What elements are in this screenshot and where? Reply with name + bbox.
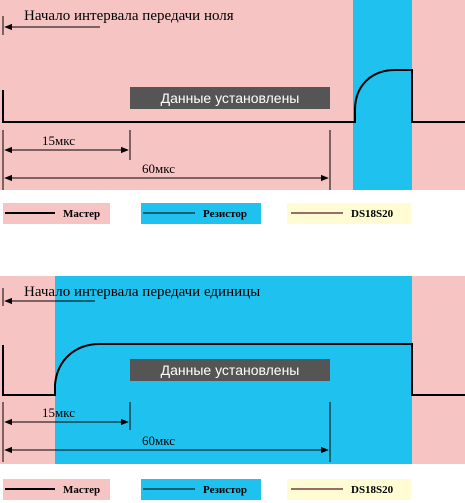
diagram-one: Начало интервала передачи единицы Данные… [0, 276, 465, 464]
diagram-zero: Начало интервала передачи ноля Данные ус… [0, 0, 465, 190]
legend-master-label: Мастер [63, 208, 100, 220]
legend-master-swatch [3, 203, 110, 224]
master-signal-line [2, 343, 465, 396]
legend-ds-swatch [287, 203, 411, 224]
dim-label-60us: 60мкс [142, 433, 175, 448]
dim-label-60us: 60мкс [142, 161, 175, 176]
legend-resistor-label: Резистор [203, 484, 247, 496]
legend-ds-label: DS18S20 [351, 208, 394, 220]
legend-master-label: Мастер [63, 484, 100, 496]
legend-ds-swatch [287, 479, 411, 500]
data-ready-label: Данные установлены [161, 90, 300, 106]
dim-label-15us: 15мкс [42, 133, 75, 148]
legend-resistor-swatch [141, 479, 261, 500]
legend-zero: Мастер Резистор DS18S20 [3, 203, 411, 224]
diagram-title: Начало интервала передачи ноля [24, 8, 234, 24]
legend-one: Мастер Резистор DS18S20 [3, 479, 411, 500]
legend-resistor-swatch [141, 203, 261, 224]
master-signal-line [2, 69, 465, 123]
dim-label-15us: 15мкс [42, 405, 75, 420]
data-ready-badge [130, 87, 330, 109]
legend-master-swatch [3, 479, 110, 500]
legend-resistor-label: Резистор [203, 208, 247, 220]
data-ready-label: Данные установлены [161, 362, 300, 378]
diagram-title: Начало интервала передачи единицы [24, 284, 260, 300]
resistor-background [353, 0, 412, 190]
data-ready-badge [130, 359, 330, 381]
legend-ds-label: DS18S20 [351, 484, 394, 496]
